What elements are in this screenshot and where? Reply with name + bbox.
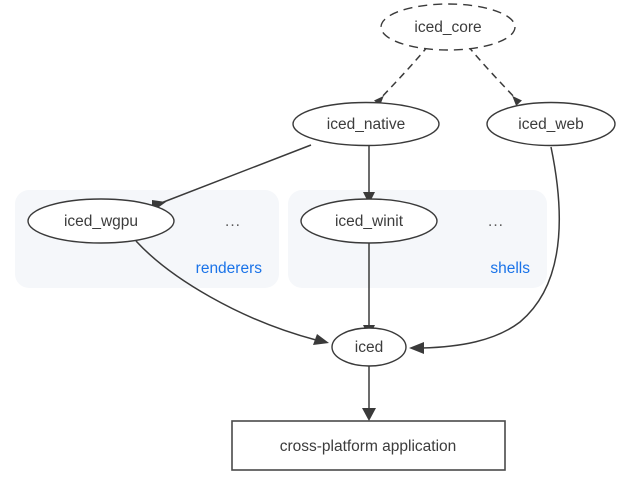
node-iced-native-label: iced_native: [327, 116, 405, 133]
arrowhead-icon: [313, 334, 329, 345]
cluster-shells-label: shells: [490, 260, 530, 277]
arrowhead-icon: [374, 95, 384, 106]
node-iced-core-shape[interactable]: [380, 3, 516, 51]
node-iced-core-label: iced_core: [414, 19, 481, 36]
cluster-shells-ellipsis: ...: [488, 213, 504, 230]
cluster-renderers-label: renderers: [196, 260, 263, 277]
cluster-renderers-ellipsis: ...: [225, 213, 241, 230]
arrowhead-icon: [363, 192, 375, 204]
node-iced-web-label: iced_web: [518, 116, 584, 133]
edge-iced-core-to-iced-web: [467, 45, 522, 106]
arrowhead-icon: [362, 408, 376, 421]
arrowhead-icon: [409, 342, 424, 354]
node-application-shape[interactable]: [231, 420, 506, 471]
edge-iced-core-to-iced-native: [374, 45, 429, 106]
node-iced-native-shape[interactable]: [292, 101, 440, 147]
node-iced-winit[interactable]: iced_winit: [300, 198, 438, 244]
edge-line: [421, 146, 560, 349]
node-iced-core[interactable]: iced_core: [380, 3, 516, 51]
edge-line: [467, 45, 517, 100]
node-iced-shape[interactable]: [331, 327, 407, 367]
node-iced-winit-label: iced_winit: [335, 213, 404, 230]
node-application-label: cross-platform application: [280, 438, 457, 455]
node-iced-native[interactable]: iced_native: [292, 101, 440, 147]
node-iced-wgpu-shape[interactable]: [27, 198, 175, 244]
node-iced-web-shape[interactable]: [486, 101, 616, 147]
node-iced-wgpu-label: iced_wgpu: [64, 213, 138, 230]
edge-iced-native-to-iced-winit: [363, 146, 375, 204]
node-iced-web[interactable]: iced_web: [486, 101, 616, 147]
node-iced-label: iced: [355, 339, 383, 356]
node-iced-winit-shape[interactable]: [300, 198, 438, 244]
node-cross-platform-application[interactable]: cross-platform application: [231, 420, 506, 471]
edge-line: [379, 45, 429, 100]
node-iced-wgpu[interactable]: iced_wgpu: [27, 198, 175, 244]
edge-line: [160, 144, 312, 204]
edge-iced-to-application: [362, 366, 376, 421]
arrowhead-icon: [512, 95, 522, 106]
node-iced[interactable]: iced: [331, 327, 407, 367]
edge-iced-wgpu-to-iced: [135, 240, 329, 345]
edge-iced-web-to-iced: [409, 146, 560, 354]
edge-line: [135, 240, 317, 341]
